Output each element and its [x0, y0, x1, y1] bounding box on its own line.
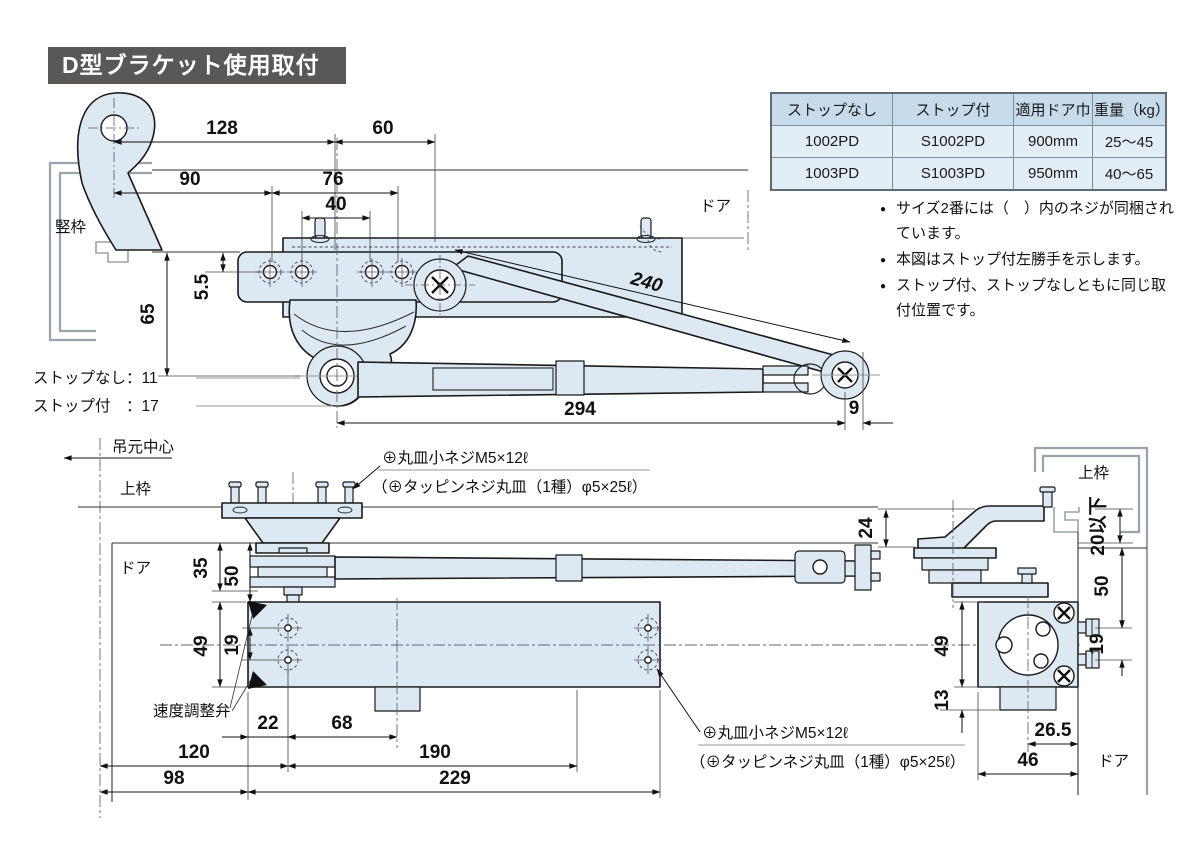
top-frame-profile-right — [1033, 446, 1149, 795]
note-item: 本図はストップ付左勝手を示します。 — [880, 247, 1180, 273]
dim-22: 22 — [257, 713, 278, 734]
cell-model: 1002PD — [770, 125, 893, 158]
screw-tapping-label-bottom: （⊕タッピンネジ丸皿（1種）φ5×25ℓ） — [690, 753, 965, 771]
page-title: D型ブラケット使用取付 — [48, 47, 346, 84]
plan-dimensions: 128 60 90 76 40 5.5 65 294 9 — [113, 118, 893, 430]
table-row: 1002PD S1002PD 900mm 25〜45 — [770, 125, 1167, 158]
cell-door-width: 950mm — [1013, 157, 1093, 191]
plan-view: 竪枠 — [33, 92, 893, 430]
speed-valve-label: 速度調整弁 — [153, 702, 231, 720]
cell-weight: 25〜45 — [1092, 125, 1167, 158]
screw-main-label-bottom: ⊕丸皿小ネジM5×12ℓ — [702, 724, 848, 742]
top-frame-label: 上枠 — [120, 480, 151, 498]
side-dimensions: 24 20以下 50 19 49 13 26.5 46 — [856, 496, 1133, 780]
screw-note-bottom: ⊕丸皿小ネジM5×12ℓ （⊕タッピンネジ丸皿（1種）φ5×25ℓ） — [656, 668, 965, 771]
top-bracket-elev — [221, 472, 363, 614]
top-frame-label-right: 上枠 — [1078, 464, 1109, 482]
dim-46: 46 — [1017, 750, 1038, 771]
dim-65: 65 — [138, 303, 159, 325]
phillips-screw-bottom — [1053, 665, 1075, 687]
dim-35: 35 — [191, 557, 212, 579]
elevation-dimensions: 35 50 49 19 22 68 120 190 98 — [99, 542, 661, 800]
spec-table-header-row: ストップなし ストップ付 適用ドア巾 重量（kg） — [770, 92, 1170, 126]
cell-door-width: 900mm — [1013, 125, 1093, 158]
dim-90: 90 — [179, 169, 200, 190]
screw-tapping-label-top: （⊕タッピンネジ丸皿（1種）φ5×25ℓ） — [372, 478, 647, 496]
screw-holes-plan — [255, 258, 417, 287]
stop-with-label: ストップ付 ：17 — [33, 397, 159, 415]
screw-note-top: ⊕丸皿小ネジM5×12ℓ （⊕タッピンネジ丸皿（1種）φ5×25ℓ） — [352, 449, 650, 496]
d-bracket — [76, 92, 163, 251]
dim-26.5: 26.5 — [1035, 720, 1072, 741]
dim-13: 13 — [932, 689, 953, 710]
stop-none-label: ストップなし：11 — [33, 369, 158, 387]
dim-49: 49 — [191, 635, 212, 656]
note-item: サイズ2番には（ ）内のネジが同梱されています。 — [880, 196, 1180, 246]
notes-block: サイズ2番には（ ）内のネジが同梱されています。 本図はストップ付左勝手を示しま… — [880, 196, 1180, 324]
table-row: 1003PD S1003PD 950mm 40〜65 — [770, 157, 1167, 191]
dim-20max: 20以下 — [1087, 496, 1109, 555]
dim-24: 24 — [856, 517, 877, 539]
arm-end-pivot — [812, 350, 880, 400]
side-view: 上枠 — [856, 446, 1149, 795]
col-header-door-width: 適用ドア巾 — [1013, 92, 1093, 126]
dim-60: 60 — [372, 118, 393, 139]
col-header-stop-none: ストップなし — [770, 92, 893, 126]
note-item: ストップ付、ストップなしともに同じ取付位置です。 — [880, 273, 1180, 323]
arm-elev — [334, 544, 881, 591]
speed-valves-side — [1077, 618, 1100, 669]
dim-98: 98 — [163, 768, 184, 789]
phillips-screw-top — [1053, 602, 1075, 624]
col-header-stop-with: ストップ付 — [892, 92, 1014, 126]
cell-model: 1003PD — [770, 157, 893, 191]
dim-50-right: 50 — [1092, 575, 1113, 596]
dim-229: 229 — [439, 768, 471, 789]
dim-5.5: 5.5 — [192, 273, 213, 300]
vertical-frame-label: 竪枠 — [55, 218, 86, 236]
screw-main-label-top: ⊕丸皿小ネジM5×12ℓ — [382, 449, 528, 467]
dim-50: 50 — [222, 565, 243, 586]
cell-model-stop: S1003PD — [892, 157, 1014, 191]
closer-body-elev — [160, 598, 1080, 748]
dim-49-right: 49 — [932, 635, 953, 656]
hinge-center-label: 吊元中心 — [112, 438, 174, 456]
bracket-arm-side — [913, 486, 1056, 608]
col-header-weight: 重量（kg） — [1092, 92, 1170, 126]
speed-valve-marker-top — [248, 601, 267, 619]
spec-table: ストップなし ストップ付 適用ドア巾 重量（kg） 1002PD S1002PD… — [770, 92, 1170, 191]
dim-9: 9 — [849, 398, 860, 419]
body-holes-elev — [274, 614, 662, 674]
door-label-elev: ドア — [120, 560, 151, 577]
cell-model-stop: S1002PD — [892, 125, 1014, 158]
door-label-plan: ドア — [700, 198, 731, 215]
dim-294: 294 — [564, 399, 596, 420]
door-label-right: ドア — [1098, 753, 1129, 770]
dim-76: 76 — [322, 169, 343, 190]
dim-68: 68 — [331, 713, 352, 734]
speed-valve-marker-bottom — [248, 671, 267, 689]
link-pivot — [405, 255, 475, 315]
dim-190: 190 — [419, 742, 451, 763]
dim-40: 40 — [325, 194, 346, 215]
dim-128: 128 — [206, 118, 238, 139]
dim-19-right: 19 — [1087, 633, 1108, 654]
dim-120: 120 — [178, 742, 210, 763]
dim-19: 19 — [222, 634, 243, 655]
elevation-view: 吊元中心 上枠 ドア — [63, 438, 1080, 818]
closer-body-side — [977, 596, 1100, 752]
cell-weight: 40〜65 — [1092, 157, 1167, 191]
